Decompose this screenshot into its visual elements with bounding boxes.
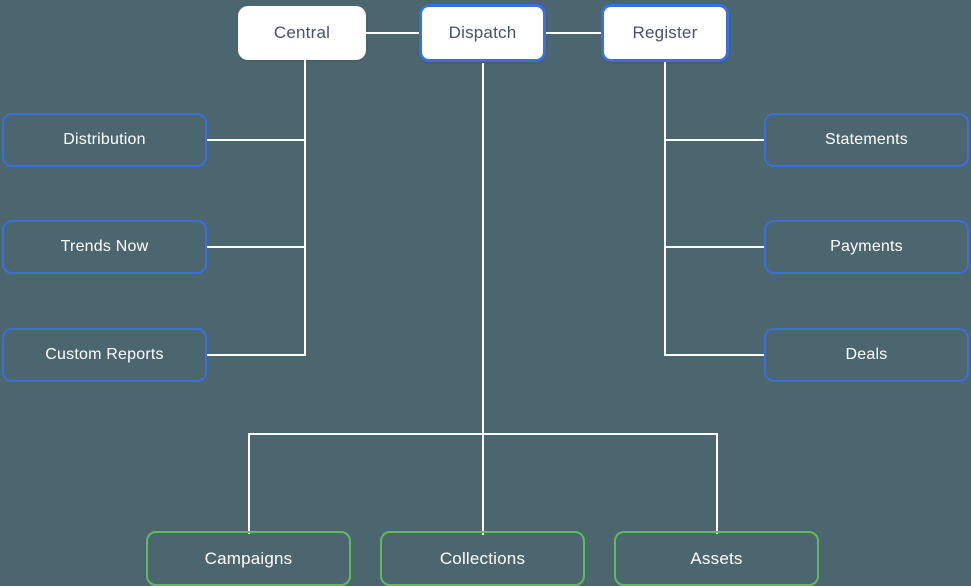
node-campaigns-label: Campaigns — [204, 548, 293, 568]
node-trends-now[interactable]: Trends Now — [2, 220, 207, 274]
node-payments-label: Payments — [830, 237, 903, 255]
node-register-label: Register — [632, 23, 698, 43]
edge-register-statements — [664, 139, 765, 141]
node-dispatch[interactable]: Dispatch — [419, 4, 546, 62]
node-assets-label: Assets — [690, 548, 743, 568]
node-collections[interactable]: Collections — [380, 531, 585, 586]
node-statements[interactable]: Statements — [764, 113, 969, 167]
node-payments[interactable]: Payments — [764, 220, 969, 274]
node-assets[interactable]: Assets — [614, 531, 819, 586]
node-central-label: Central — [273, 23, 331, 43]
edge-bus-assets — [716, 433, 718, 534]
edge-central-trunk — [304, 60, 306, 356]
edge-central-dispatch — [365, 32, 420, 34]
edge-register-payments — [664, 246, 765, 248]
edge-central-trends-now — [206, 246, 306, 248]
edge-central-distribution — [206, 139, 306, 141]
node-distribution[interactable]: Distribution — [2, 113, 207, 167]
edge-register-trunk — [664, 60, 666, 354]
node-dispatch-label: Dispatch — [448, 23, 517, 43]
node-distribution-label: Distribution — [63, 130, 146, 148]
node-statements-label: Statements — [825, 130, 908, 148]
node-central[interactable]: Central — [238, 6, 366, 60]
edge-dispatch-trunk — [482, 63, 484, 535]
edge-bus-campaigns — [248, 433, 250, 534]
node-deals[interactable]: Deals — [764, 328, 969, 382]
node-register[interactable]: Register — [601, 4, 729, 62]
edge-bottom-bus — [248, 433, 718, 435]
node-deals-label: Deals — [845, 345, 888, 363]
node-collections-label: Collections — [439, 548, 526, 568]
node-custom-reports[interactable]: Custom Reports — [2, 328, 207, 382]
edge-central-custom-reports — [206, 354, 306, 356]
node-trends-now-label: Trends Now — [60, 237, 149, 255]
node-campaigns[interactable]: Campaigns — [146, 531, 351, 586]
node-custom-reports-label: Custom Reports — [45, 345, 164, 363]
edge-dispatch-register — [545, 32, 602, 34]
edge-register-deals — [664, 354, 765, 356]
